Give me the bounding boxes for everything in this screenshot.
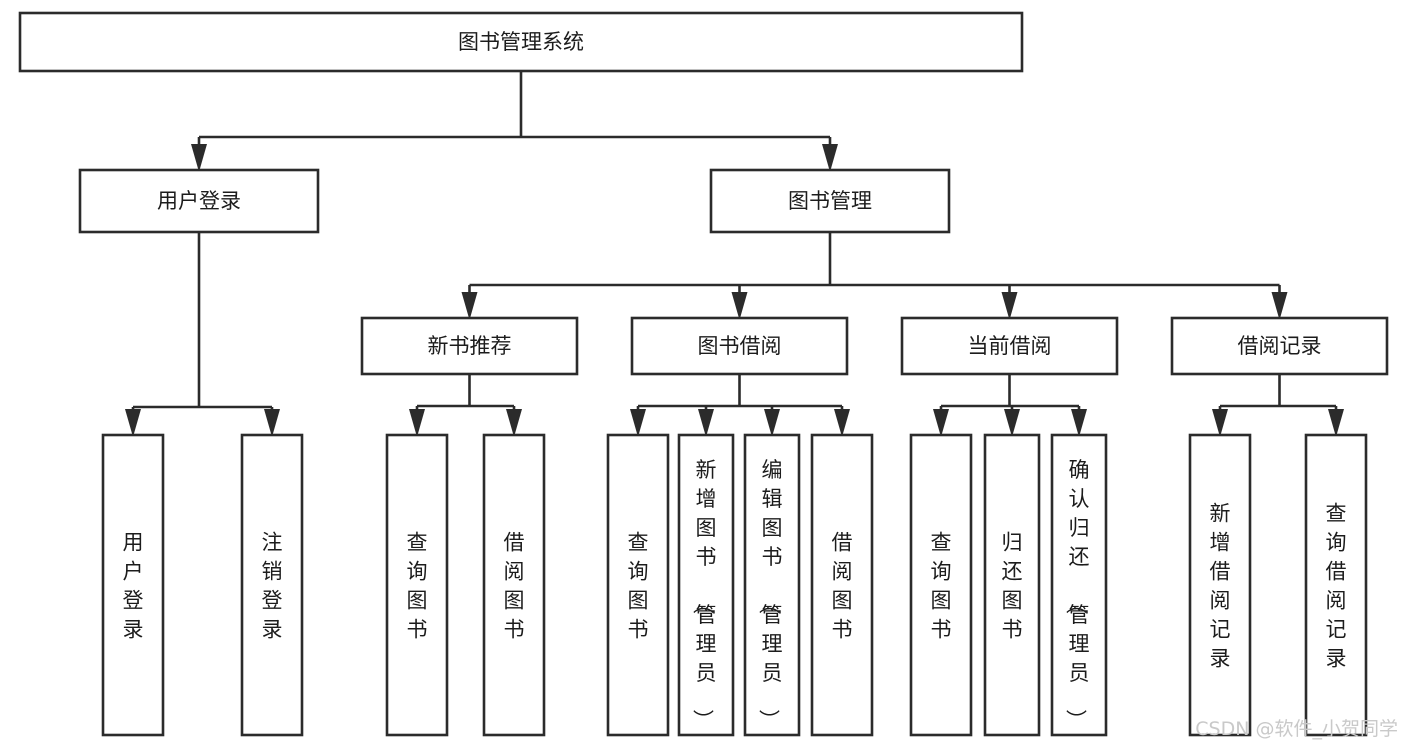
node-label-leaf-rec-query: 查询图书 (407, 531, 428, 642)
node-label-book-mgmt: 图书管理 (788, 189, 872, 213)
node-leaf-cur-confirm[interactable]: 确认归还（管理员） (1050, 433, 1108, 737)
node-label-root: 图书管理系统 (458, 30, 584, 54)
arrow-head-icon-leaf_cur_confirm (1071, 409, 1087, 437)
node-label-leaf-borrow-do: 借阅图书 (832, 531, 853, 642)
node-label-leaf-rec-query2: 查询借阅记录 (1326, 502, 1347, 671)
arrow-head-icon-leaf_rec_add (1212, 409, 1228, 437)
arrow-head-icon-book_borrow (731, 292, 748, 320)
node-label-user-login: 用户登录 (157, 189, 241, 213)
node-label-new-book-rec: 新书推荐 (428, 334, 512, 358)
node-box-leaf-rec-add (1188, 433, 1252, 737)
node-box-leaf-cur-return (983, 433, 1041, 737)
edges-layer (125, 71, 1344, 437)
node-book-mgmt[interactable]: 图书管理 (709, 168, 951, 234)
arrow-head-icon-leaf_user_logout (264, 409, 280, 437)
node-leaf-user-login[interactable]: 用户登录 (101, 433, 165, 737)
node-label-leaf-user-logout: 注销登录 (262, 531, 283, 642)
node-leaf-user-logout[interactable]: 注销登录 (240, 433, 304, 737)
node-leaf-rec-borrow[interactable]: 借阅图书 (482, 433, 546, 737)
node-box-book-borrow (630, 316, 849, 376)
node-box-leaf-rec-query2 (1304, 433, 1368, 737)
node-user-login[interactable]: 用户登录 (78, 168, 320, 234)
arrow-head-icon-leaf_borrow_edit (764, 409, 780, 437)
node-box-leaf-borrow-query (606, 433, 670, 737)
arrow-head-icon-leaf_borrow_query (630, 409, 646, 437)
arrow-head-icon-leaf_rec_query2 (1328, 409, 1344, 437)
arrow-head-icon-leaf_borrow_do (834, 409, 850, 437)
node-box-new-book-rec (360, 316, 579, 376)
node-box-leaf-borrow-edit (743, 433, 801, 737)
node-leaf-borrow-add[interactable]: 新增图书（管理员） (677, 433, 735, 737)
node-borrow-record[interactable]: 借阅记录 (1170, 316, 1389, 376)
node-box-leaf-user-logout (240, 433, 304, 737)
node-leaf-borrow-query[interactable]: 查询图书 (606, 433, 670, 737)
node-box-leaf-user-login (101, 433, 165, 737)
arrow-head-icon-leaf_cur_query (933, 409, 949, 437)
node-label-borrow-record: 借阅记录 (1238, 334, 1322, 358)
node-label-leaf-borrow-add: 新增图书（管理员） (691, 458, 717, 730)
node-label-leaf-cur-return: 归还图书 (1002, 531, 1023, 642)
nodes-layer: 图书管理系统用户登录图书管理新书推荐图书借阅当前借阅借阅记录用户登录注销登录查询… (18, 11, 1389, 737)
arrow-head-icon-book_mgmt (822, 144, 838, 172)
node-leaf-borrow-do[interactable]: 借阅图书 (810, 433, 874, 737)
node-leaf-rec-query2[interactable]: 查询借阅记录 (1304, 433, 1368, 737)
node-book-borrow[interactable]: 图书借阅 (630, 316, 849, 376)
node-leaf-cur-query[interactable]: 查询图书 (909, 433, 973, 737)
node-new-book-rec[interactable]: 新书推荐 (360, 316, 579, 376)
node-leaf-rec-add[interactable]: 新增借阅记录 (1188, 433, 1252, 737)
node-box-current-borrow (900, 316, 1119, 376)
arrow-head-icon-current_borrow (1001, 292, 1018, 320)
node-label-leaf-rec-add: 新增借阅记录 (1210, 502, 1231, 671)
node-root[interactable]: 图书管理系统 (18, 11, 1024, 73)
arrow-head-icon-leaf_rec_query (409, 409, 425, 437)
node-box-borrow-record (1170, 316, 1389, 376)
node-leaf-rec-query[interactable]: 查询图书 (385, 433, 449, 737)
node-box-leaf-borrow-add (677, 433, 735, 737)
node-label-current-borrow: 当前借阅 (968, 334, 1052, 358)
node-current-borrow[interactable]: 当前借阅 (900, 316, 1119, 376)
node-box-leaf-rec-borrow (482, 433, 546, 737)
node-label-leaf-rec-borrow: 借阅图书 (504, 531, 525, 642)
node-leaf-borrow-edit[interactable]: 编辑图书（管理员） (743, 433, 801, 737)
node-label-leaf-borrow-query: 查询图书 (628, 531, 649, 642)
node-leaf-cur-return[interactable]: 归还图书 (983, 433, 1041, 737)
arrow-head-icon-new_book_rec (461, 292, 478, 320)
arrow-head-icon-leaf_user_login (125, 409, 141, 437)
arrow-head-icon-user_login (191, 144, 207, 172)
node-label-leaf-cur-query: 查询图书 (931, 531, 952, 642)
node-label-leaf-cur-confirm: 确认归还（管理员） (1064, 458, 1090, 730)
node-box-leaf-rec-query (385, 433, 449, 737)
arrow-head-icon-leaf_rec_borrow (506, 409, 522, 437)
node-box-leaf-borrow-do (810, 433, 874, 737)
arrow-head-icon-leaf_cur_return (1004, 409, 1020, 437)
arrow-head-icon-leaf_borrow_add (698, 409, 714, 437)
csdn-watermark: CSDN @软件_小贺同学 (1195, 718, 1398, 740)
node-box-user-login (78, 168, 320, 234)
node-box-root (18, 11, 1024, 73)
node-label-book-borrow: 图书借阅 (698, 334, 782, 358)
node-box-leaf-cur-query (909, 433, 973, 737)
node-label-leaf-borrow-edit: 编辑图书（管理员） (757, 458, 783, 730)
node-box-leaf-cur-confirm (1050, 433, 1108, 737)
arrow-head-icon-borrow_record (1271, 292, 1288, 320)
node-box-book-mgmt (709, 168, 951, 234)
node-label-leaf-user-login: 用户登录 (123, 531, 144, 642)
